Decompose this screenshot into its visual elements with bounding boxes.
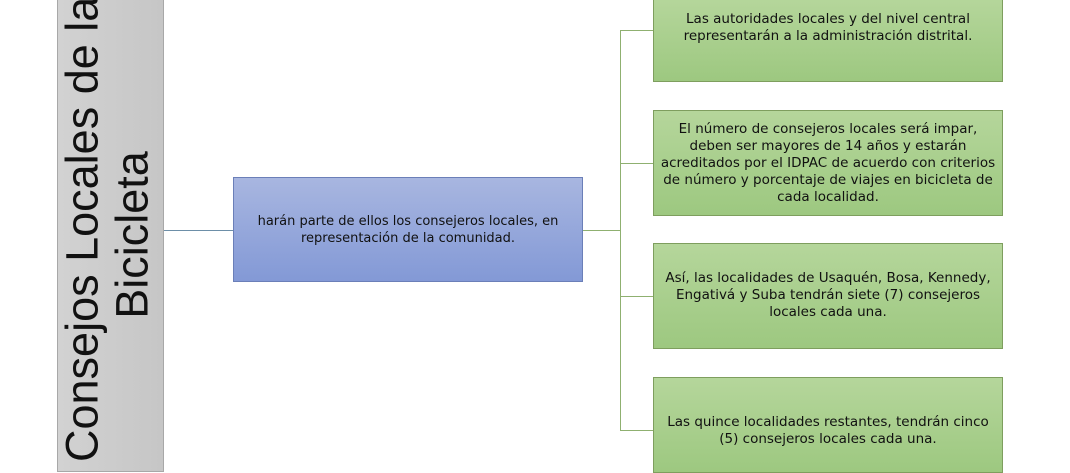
root-node: Consejos Locales de la Bicicleta xyxy=(57,0,164,472)
middle-node: harán parte de ellos los consejeros loca… xyxy=(233,177,583,282)
connector-branch-3 xyxy=(620,296,653,297)
child-node-text: Las quince localidades restantes, tendrá… xyxy=(667,414,989,447)
root-title-line2: Bicicleta xyxy=(106,151,157,319)
connector-root-middle xyxy=(164,230,233,231)
child-node-1: Las autoridades locales y del nivel cent… xyxy=(653,0,1003,82)
child-node-text: El número de consejeros locales será imp… xyxy=(660,121,996,205)
connector-branch-1 xyxy=(620,30,653,31)
connector-branch-2 xyxy=(620,163,653,164)
connector-branch-4 xyxy=(620,430,653,431)
connector-middle-trunk xyxy=(583,230,620,231)
middle-node-text: harán parte de ellos los consejeros loca… xyxy=(257,213,559,246)
child-node-2: El número de consejeros locales será imp… xyxy=(653,110,1003,216)
child-node-text: Así, las localidades de Usaquén, Bosa, K… xyxy=(665,270,991,320)
root-title: Consejos Locales de la Bicicleta xyxy=(57,0,163,470)
child-node-3: Así, las localidades de Usaquén, Bosa, K… xyxy=(653,243,1003,349)
child-node-text: Las autoridades locales y del nivel cent… xyxy=(683,11,973,44)
child-node-4: Las quince localidades restantes, tendrá… xyxy=(653,377,1003,473)
root-title-line1: Consejos Locales de la xyxy=(57,0,107,462)
connector-trunk xyxy=(620,30,621,430)
